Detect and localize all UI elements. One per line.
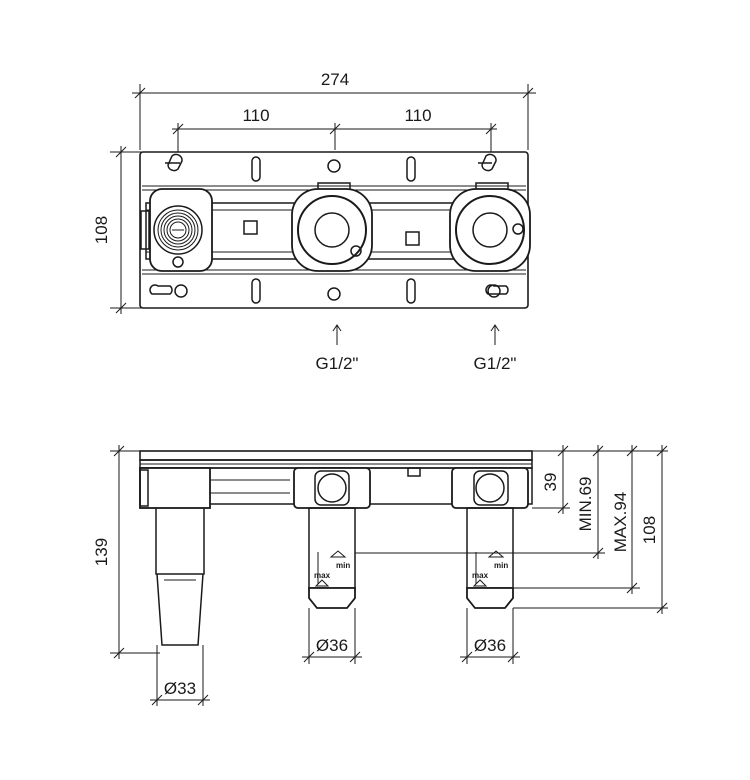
side-left-body [139,467,211,646]
dimension-spacing: 110 110 [172,106,497,152]
spacing-right-label: 110 [404,106,431,125]
overall-width-label: 274 [321,70,349,89]
diameter-left-label: Ø33 [164,679,196,698]
min-label-right: min [494,561,508,570]
dimension-diameter-left: Ø33 [150,645,210,706]
dimension-diameter-right: Ø36 [460,608,520,664]
height-label: 108 [92,216,111,244]
max-label-mid: max [314,571,331,580]
dimension-right-stack: 39 MIN.69 MAX.94 108 [355,445,668,614]
dim-max-label: MAX.94 [611,492,630,552]
left-diverter [140,188,213,272]
dimension-overall-width: 274 [132,70,536,150]
right-valve [449,182,531,272]
min-label-mid: min [336,561,350,570]
side-view: min max min max 139 [92,445,668,706]
connection-left-label: G1/2" [316,354,359,373]
spacing-left-label: 110 [242,106,269,125]
dim-108-label: 108 [640,516,659,544]
middle-valve [291,182,373,272]
max-label-right: max [472,571,489,580]
diameter-mid-label: Ø36 [316,636,348,655]
side-right-valve: min max [451,467,529,609]
diameter-right-label: Ø36 [474,636,506,655]
top-view: 274 110 110 108 [92,70,536,373]
dimension-diameter-mid: Ø36 [302,608,362,664]
connection-right-label: G1/2" [474,354,517,373]
connection-callouts: G1/2" G1/2" [316,324,517,373]
side-middle-valve: min max [293,467,371,609]
dim-39-label: 39 [541,473,560,492]
total-depth-label: 139 [92,538,111,566]
dimension-total-depth: 139 [92,445,160,659]
dim-min-label: MIN.69 [576,477,595,532]
side-plate [139,450,533,469]
